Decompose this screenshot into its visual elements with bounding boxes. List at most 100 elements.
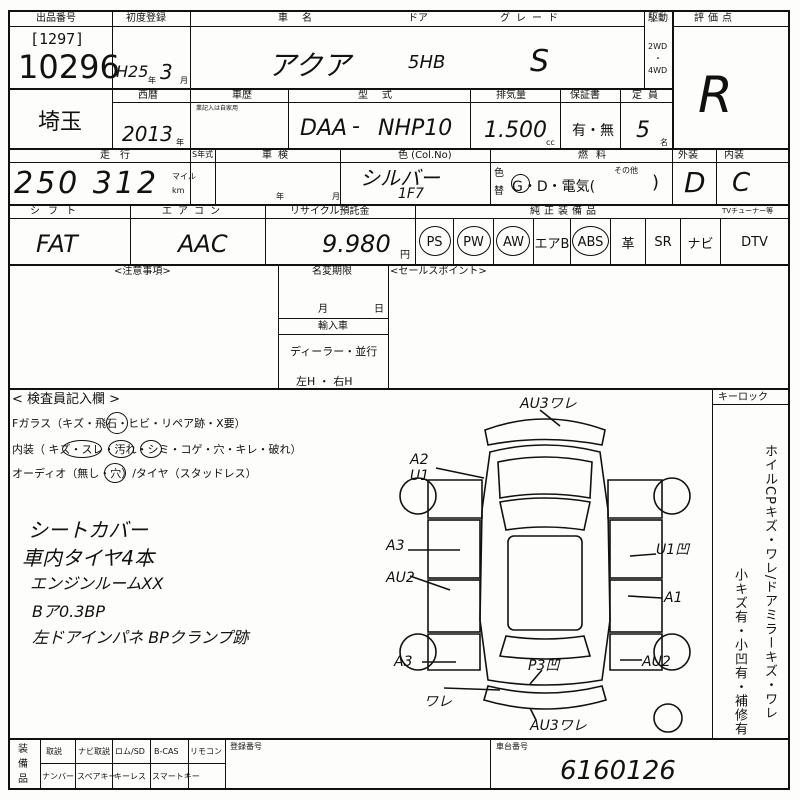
interior-value: C <box>732 168 751 198</box>
dmg-u1-right: U1凹 <box>656 542 691 558</box>
equip-airbag: エアB <box>534 236 570 252</box>
dmg-u1: U1 <box>410 468 429 484</box>
hand-note-3: エンジンルームXX <box>30 574 164 593</box>
equip-navi: ナビ <box>687 236 714 252</box>
footer-item-spare-key: スペアキー <box>77 772 117 781</box>
history-sub: 業記入は自家用 <box>196 105 239 112</box>
shift-label: シフト <box>30 206 84 217</box>
dmg-a2: A2 <box>409 452 429 468</box>
model-label: 型式 <box>358 90 406 101</box>
footer-item-navi-manual: ナビ取説 <box>78 747 110 756</box>
row-line-6 <box>8 738 790 740</box>
dealer-label: ディーラー・並行 <box>290 345 378 358</box>
hand-note-1: シートカバー <box>28 518 148 542</box>
footer-item-smart-key: スマートキー <box>152 772 200 781</box>
first-reg-era: H25 <box>116 62 149 81</box>
car-name: アクア <box>268 49 351 82</box>
aircon-label: エアコン <box>162 206 226 217</box>
rear-bumper-shape <box>483 685 607 710</box>
color-value: シルバー <box>360 166 440 190</box>
color-code: 1F7 <box>398 186 424 202</box>
vertical-note-2: 小キズ有・小凹有・補修有 <box>732 568 747 736</box>
seireki-value: 2013 <box>122 122 173 146</box>
circle-ps <box>419 226 451 256</box>
tuner-label: TVチューナー等 <box>722 207 774 215</box>
grade-value: S <box>530 44 550 79</box>
warranty-label: 保証書 <box>570 90 600 101</box>
import-label: 輸入車 <box>318 321 348 332</box>
recycle-label: リサイクル預託金 <box>290 206 370 217</box>
door-label: ドア <box>408 13 428 24</box>
exterior-label: 外装 <box>678 150 698 161</box>
displacement-value: 1.500 <box>484 118 547 143</box>
circle-pw <box>457 226 491 256</box>
lot-bracket: [1297] <box>30 30 85 48</box>
dmg-front: AU3ワレ <box>519 396 577 412</box>
circle-shimi <box>140 440 162 458</box>
dmg-au2-rear: AU2 <box>641 654 671 670</box>
dmg-a3-left: A3 <box>385 538 404 554</box>
displacement-label: 排気量 <box>496 90 526 101</box>
footer-item-keyless: キーレス <box>114 772 146 781</box>
dmg-a1: A1 <box>663 590 682 606</box>
dmg-ware: ワレ <box>424 694 452 710</box>
shift-value: FAT <box>36 230 78 258</box>
tire-front-left <box>399 477 437 515</box>
circle-tobiishi <box>106 412 128 434</box>
chassis-label: 車台番号 <box>496 742 528 751</box>
footer-item-number: ナンバー <box>42 772 74 781</box>
model-prefix: DAA <box>300 116 348 141</box>
vertical-note-1: ホイルCPキズ・ワレ/ドアミラーキズ・ワレ <box>762 444 777 721</box>
row-line-5 <box>8 388 790 390</box>
grade-label: グレード <box>500 13 564 24</box>
row-line-4 <box>8 264 790 266</box>
equip-leather: 革 <box>621 236 635 252</box>
warranty-value: 有・無 <box>572 123 614 139</box>
model-code: NHP10 <box>378 116 453 141</box>
circle-abs <box>572 226 609 256</box>
s-year-label: S年式 <box>192 150 214 159</box>
fuel-label: 燃料 <box>578 150 614 161</box>
fuel-circle-g <box>511 174 530 193</box>
frame-left <box>8 10 10 790</box>
score-value: R <box>698 66 733 124</box>
dmg-a3-rear: A3 <box>393 654 412 670</box>
equip-dtv: DTV <box>741 234 768 250</box>
mileage-value: 250 312 <box>14 166 160 201</box>
first-reg-month: 3 <box>160 60 173 84</box>
equip-sr: SR <box>654 234 672 250</box>
inspector-title: < 検査員記入欄 > <box>12 392 121 407</box>
dmg-p3: P3凹 <box>528 658 561 674</box>
inspection-label: 車検 <box>262 150 294 161</box>
capacity-value: 5 <box>636 118 650 143</box>
footer-item-manual: 取説 <box>46 747 62 756</box>
lot-number: 10296 <box>18 48 120 86</box>
hand-note-5: 左ドアインパネ BPクランプ跡 <box>32 628 249 647</box>
footer-item-bcas: B-CAS <box>154 747 179 756</box>
first-reg-label: 初度登録 <box>126 13 166 24</box>
history-label: 車歴 <box>232 90 252 101</box>
reg-number-label: 登録番号 <box>230 742 262 751</box>
door-value: 5HB <box>408 52 446 73</box>
audio-line: オーディオ（無し・穴）/タイヤ（スタッドレス） <box>12 467 257 480</box>
drive-label: 駆動 <box>648 13 668 24</box>
equipment-label: 純正装備品 <box>530 206 600 217</box>
color-label: 色 (Col.No) <box>398 150 452 161</box>
door-right-front <box>609 519 663 579</box>
circle-ana <box>104 463 126 483</box>
dmg-au2-left: AU2 <box>385 570 415 586</box>
seireki-label: 西暦 <box>138 90 158 101</box>
exterior-value: D <box>684 166 706 199</box>
row-line-1 <box>8 88 674 90</box>
chassis-value: 6160126 <box>560 756 676 786</box>
spare-tire <box>653 703 683 733</box>
body-outline <box>479 444 611 686</box>
score-label: 評価点 <box>694 13 736 24</box>
front-bumper-shape <box>484 418 606 446</box>
recycle-value: 9.980 <box>322 230 391 258</box>
circle-aw <box>496 226 530 256</box>
dmg-rear: AU3ワレ <box>529 718 587 734</box>
row-line-2 <box>8 148 790 150</box>
circle-yogore <box>108 440 134 458</box>
